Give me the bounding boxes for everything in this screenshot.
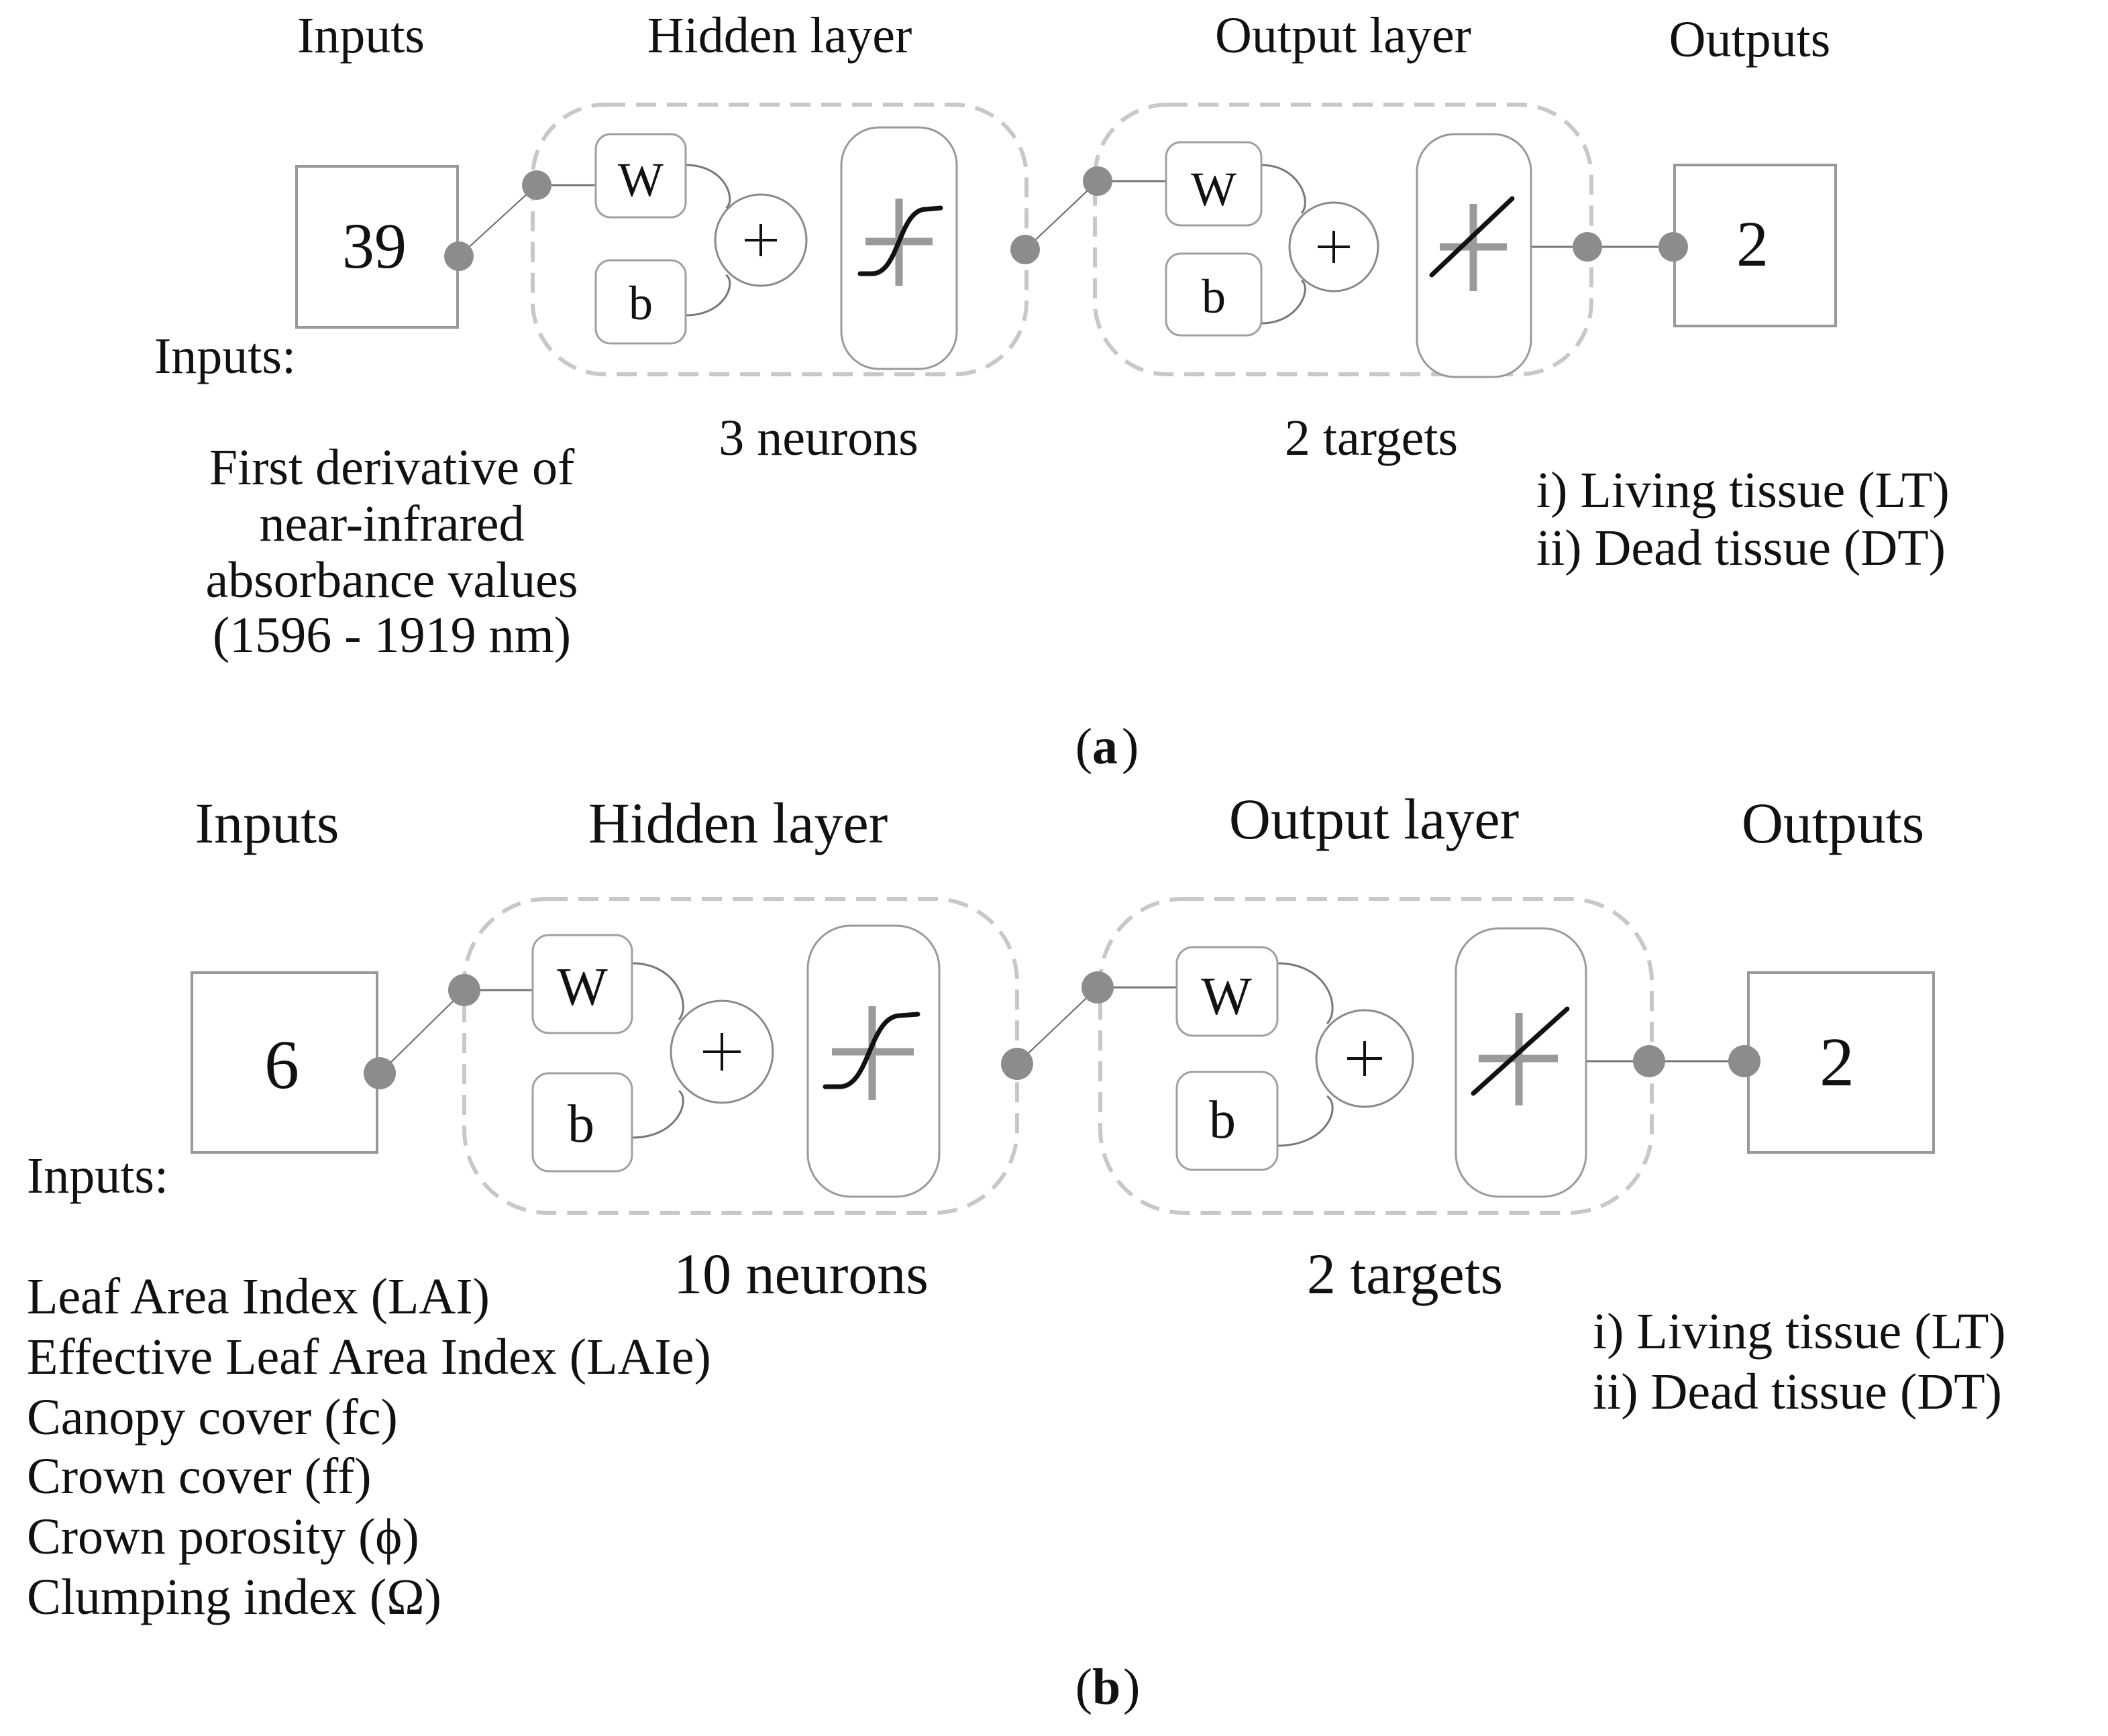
bias-label: b [568, 1095, 594, 1154]
inputs-description-line: (1596 - 1919 nm) [213, 607, 571, 663]
plus-icon [1347, 1041, 1382, 1076]
inputs-description-line: near-infrared [259, 496, 524, 552]
sigmoid-icon [823, 1006, 920, 1100]
weight-label: W [557, 958, 608, 1017]
output-targets-label: 2 targets [1285, 410, 1458, 466]
bias-label: b [1202, 270, 1226, 323]
header-hidden-layer: Hidden layer [647, 7, 912, 64]
output-box [1747, 971, 1935, 1154]
header-inputs: Inputs [297, 7, 425, 64]
wire-w-to-sum [685, 164, 731, 209]
wire-w2-to-sum2 [1277, 962, 1334, 1025]
output-count: 2 [1820, 1024, 1854, 1101]
svg-text:): ) [1122, 718, 1139, 775]
hidden-neurons-label: 10 neurons [674, 1242, 929, 1306]
linear-icon [1471, 1006, 1570, 1105]
svg-text:(: ( [1075, 1659, 1092, 1715]
hidden-neurons-label: 3 neurons [719, 410, 918, 466]
bias-box [1175, 1071, 1279, 1171]
inputs-title: Inputs: [154, 328, 296, 384]
weight-label: W [1201, 967, 1252, 1026]
connector-node [364, 1057, 396, 1089]
inputs-description-line: Effective Leaf Area Index (LAIe) [27, 1329, 711, 1385]
wire-b2-to-sum2 [1261, 279, 1306, 325]
weight-label: W [618, 153, 664, 207]
bias-box [531, 1072, 633, 1173]
wire-w2-to-sum2 [1261, 164, 1306, 214]
svg-text:(: ( [1075, 718, 1092, 775]
svg-text:b: b [1092, 1659, 1120, 1715]
connector-node [1633, 1045, 1665, 1077]
bias-label: b [629, 276, 653, 330]
panel-caption: ( a ) [1075, 718, 1139, 775]
bias-box [1165, 252, 1263, 337]
wire-input-to-hidden [458, 184, 537, 257]
connector-node [1010, 235, 1040, 264]
weight-box [531, 934, 633, 1034]
input-count: 6 [264, 1026, 299, 1103]
outputs-list-item: i) Living tissue (LT) [1593, 1303, 2006, 1360]
weight-box [594, 133, 687, 219]
output-box [1673, 164, 1837, 327]
weight-box [1165, 141, 1263, 227]
wire-b-to-sum [685, 274, 731, 317]
connector-node [1082, 971, 1114, 1003]
bias-box [594, 259, 687, 345]
panel-a: Inputs Hidden layer Output layer Outputs… [154, 7, 1950, 775]
outputs-list-item: ii) Dead tissue (DT) [1593, 1364, 2002, 1420]
connector-node [1658, 232, 1688, 262]
inputs-description-line: Clumping index (Ω) [27, 1569, 441, 1625]
panel-b: Inputs Hidden layer Output layer Outputs… [27, 787, 2006, 1715]
inputs-description-line: Leaf Area Index (LAI) [27, 1268, 490, 1325]
connector-node [444, 241, 474, 271]
inputs-description-line: absorbance values [206, 552, 578, 608]
connector-node [1573, 232, 1602, 262]
wire-b-to-sum [631, 1089, 684, 1139]
input-count: 39 [342, 210, 407, 282]
wire-hidden-to-output [1024, 180, 1098, 250]
connector-node [522, 170, 551, 200]
plus-icon [703, 1033, 741, 1071]
inputs-description-line: Crown cover (ff) [27, 1448, 372, 1505]
plus-icon [745, 224, 777, 256]
outputs-list-item: i) Living tissue (LT) [1536, 462, 1950, 519]
inputs-description-line: First derivative of [209, 439, 575, 496]
connector-node [448, 974, 480, 1006]
output-targets-label: 2 targets [1307, 1242, 1503, 1306]
weight-label: W [1191, 162, 1236, 216]
weight-box [1175, 946, 1279, 1037]
linear-icon [1429, 196, 1515, 291]
wire-b2-to-sum2 [1277, 1095, 1334, 1147]
bias-label: b [1209, 1091, 1236, 1150]
connector-node [1083, 166, 1112, 196]
connector-node [1728, 1045, 1760, 1077]
inputs-description-line: Canopy cover (fc) [27, 1389, 398, 1446]
header-hidden-layer: Hidden layer [588, 791, 888, 855]
wire-w-to-sum [631, 962, 684, 1021]
sigmoid-icon [857, 199, 943, 286]
output-count: 2 [1736, 208, 1769, 280]
header-outputs: Outputs [1742, 791, 1924, 855]
connector-node [1001, 1048, 1033, 1080]
outputs-list-item: ii) Dead tissue (DT) [1536, 520, 1946, 576]
header-output-layer: Output layer [1229, 787, 1519, 851]
inputs-title: Inputs: [27, 1148, 168, 1204]
svg-text:a: a [1092, 718, 1118, 775]
header-inputs: Inputs [195, 791, 339, 855]
svg-text:): ) [1123, 1659, 1140, 1715]
input-box [191, 971, 378, 1154]
wire-input-to-hidden [379, 989, 465, 1074]
header-output-layer: Output layer [1215, 7, 1471, 64]
wire-hidden-to-output [1016, 987, 1098, 1065]
plus-icon [1318, 231, 1350, 263]
inputs-description-line: Crown porosity (ϕ) [27, 1509, 419, 1565]
header-outputs: Outputs [1669, 11, 1831, 68]
panel-caption: ( b ) [1075, 1659, 1141, 1715]
